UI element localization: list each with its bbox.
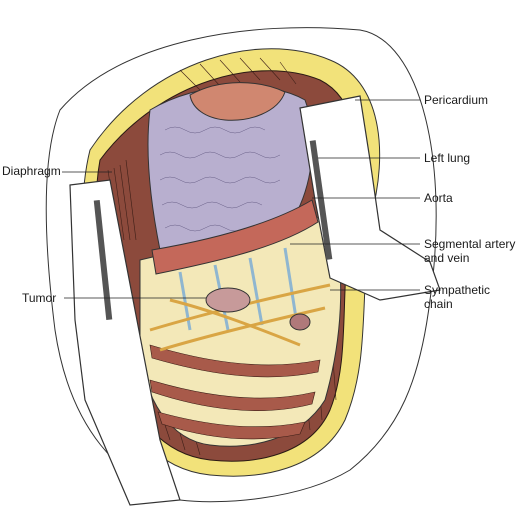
label-pericardium: Pericardium: [424, 93, 489, 107]
label-segmental-line1: Segmental artery: [424, 237, 516, 251]
ribs: [149, 344, 321, 440]
left-retractor-slot: [93, 200, 113, 320]
left-retractor: [69, 179, 181, 506]
label-diaphragm: Diaphragm: [2, 164, 61, 178]
tumor-nodule: [289, 313, 311, 331]
aorta: [151, 199, 319, 275]
label-tumor: Tumor: [22, 291, 57, 305]
label-aorta: Aorta: [424, 191, 453, 205]
label-sympathetic-line1: Sympathetic: [424, 283, 491, 297]
tumor: [205, 287, 251, 313]
label-sympathetic-line2: chain: [424, 297, 453, 311]
label-segmental-line2: and vein: [424, 251, 470, 265]
lung-texture: [159, 126, 281, 232]
pericardium: [189, 82, 286, 121]
right-retractor-slot: [309, 140, 333, 260]
label-left-lung: Left lung: [424, 151, 471, 165]
